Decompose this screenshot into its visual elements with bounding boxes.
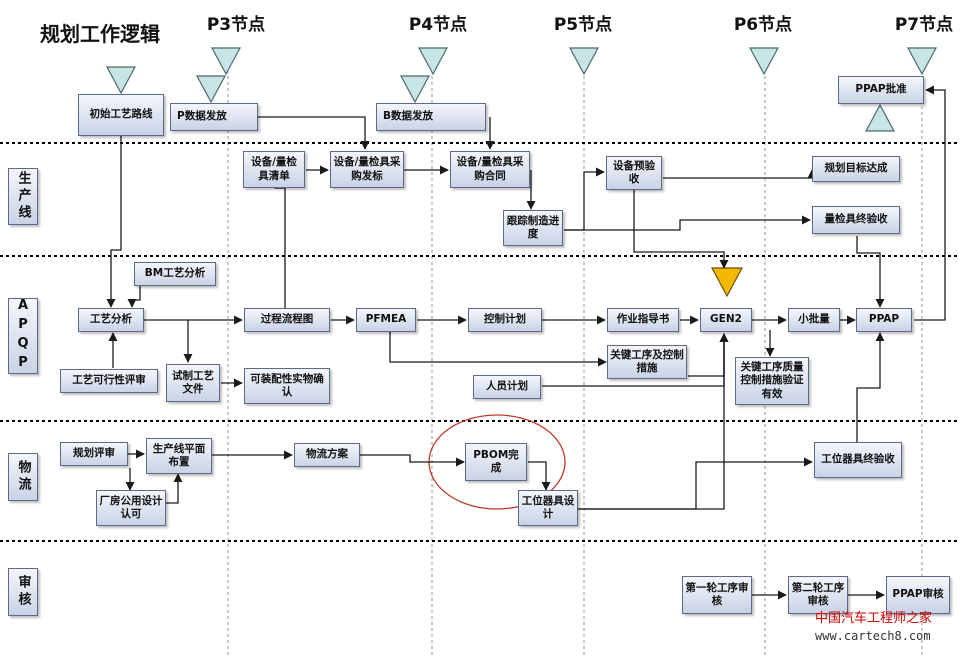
milestone-p6-label: P6节点	[733, 15, 793, 35]
page-title: 规划工作逻辑	[40, 22, 160, 46]
p3-triangle-b	[210, 47, 242, 76]
p4-triangle-b	[417, 47, 449, 76]
node-fixture-design: 工位器具设计	[518, 490, 578, 526]
p6-triangle	[748, 47, 780, 76]
node-key-quality-verify: 关键工序质量控制措施验证有效	[735, 357, 809, 405]
node-flow-chart: 过程流程图	[244, 308, 330, 332]
node-small-batch: 小批量	[788, 308, 840, 332]
watermark-cn: 中国汽车工程师之家	[815, 611, 933, 626]
node-initial-route: 初始工艺路线	[78, 94, 164, 136]
node-track-progress: 跟踪制造进度	[503, 210, 563, 246]
node-ppap-approval: PPAP批准	[838, 76, 924, 104]
watermark: 中国汽车工程师之家 www.cartech8.com	[815, 610, 932, 644]
node-bm-analysis: BM工艺分析	[134, 262, 216, 286]
node-ppap: PPAP	[856, 308, 912, 332]
initial-triangle	[105, 66, 137, 95]
watermark-url: www.cartech8.com	[815, 628, 931, 643]
node-review-round-2: 第二轮工序审核	[788, 576, 848, 614]
milestone-p5-label: P5节点	[553, 15, 613, 35]
node-p-data-release: P数据发放	[170, 103, 258, 131]
node-gauge-final-accept: 量检具终验收	[812, 206, 900, 234]
gen2-triangle	[710, 267, 744, 298]
node-plan-target: 规划目标达成	[812, 156, 900, 182]
milestone-p7-label: P7节点	[894, 15, 954, 35]
ppap-approval-triangle	[864, 103, 896, 132]
p5-triangle	[568, 47, 600, 76]
node-equip-po: 设备/量检具采购发标	[330, 151, 404, 188]
node-control-plan: 控制计划	[468, 308, 542, 332]
node-gen2: GEN2	[700, 308, 752, 332]
milestone-triangles	[105, 47, 938, 132]
milestone-p3-label: P3节点	[206, 15, 266, 35]
node-ppap-review: PPAP审核	[886, 576, 950, 614]
node-pfmea: PFMEA	[356, 308, 416, 332]
node-equip-contract: 设备/量检具采购合同	[450, 151, 530, 188]
node-logistics-plan: 物流方案	[294, 443, 360, 467]
node-assembly-confirm: 可装配性实物确认	[244, 368, 330, 404]
lane-separators	[0, 142, 960, 542]
node-key-process: 关键工序及控制措施	[607, 345, 687, 379]
lane-audit: 审核	[8, 568, 38, 616]
node-fixture-final-accept: 工位器具终验收	[814, 442, 902, 478]
node-plant-design: 厂房公用设计认可	[96, 490, 166, 526]
p4-triangle-a	[399, 75, 431, 104]
node-staff-plan: 人员计划	[473, 375, 541, 399]
node-pbom-complete: PBOM完成	[465, 443, 527, 481]
arrows	[106, 85, 946, 600]
node-feasibility-review: 工艺可行性评审	[60, 369, 158, 393]
node-trial-file: 试制工艺文件	[166, 364, 220, 402]
node-b-data-release: B数据发放	[376, 103, 486, 131]
lane-logistics: 物流	[8, 453, 38, 501]
node-equip-list: 设备/量检具清单	[243, 151, 305, 188]
node-work-instruction: 作业指导书	[607, 308, 679, 332]
node-review-round-1: 第一轮工序审核	[682, 576, 752, 614]
milestone-guides	[227, 70, 923, 655]
node-line-layout: 生产线平面布置	[146, 438, 212, 474]
p3-triangle-a	[195, 75, 227, 104]
milestone-p4-label: P4节点	[408, 15, 468, 35]
node-process-analysis: 工艺分析	[78, 308, 144, 332]
lane-production-line: 生产线	[8, 168, 38, 225]
p7-triangle	[906, 47, 938, 76]
node-equip-preaccept: 设备预验收	[606, 156, 662, 190]
node-plan-review: 规划评审	[60, 442, 128, 466]
lane-apqp: APQP	[8, 298, 38, 374]
